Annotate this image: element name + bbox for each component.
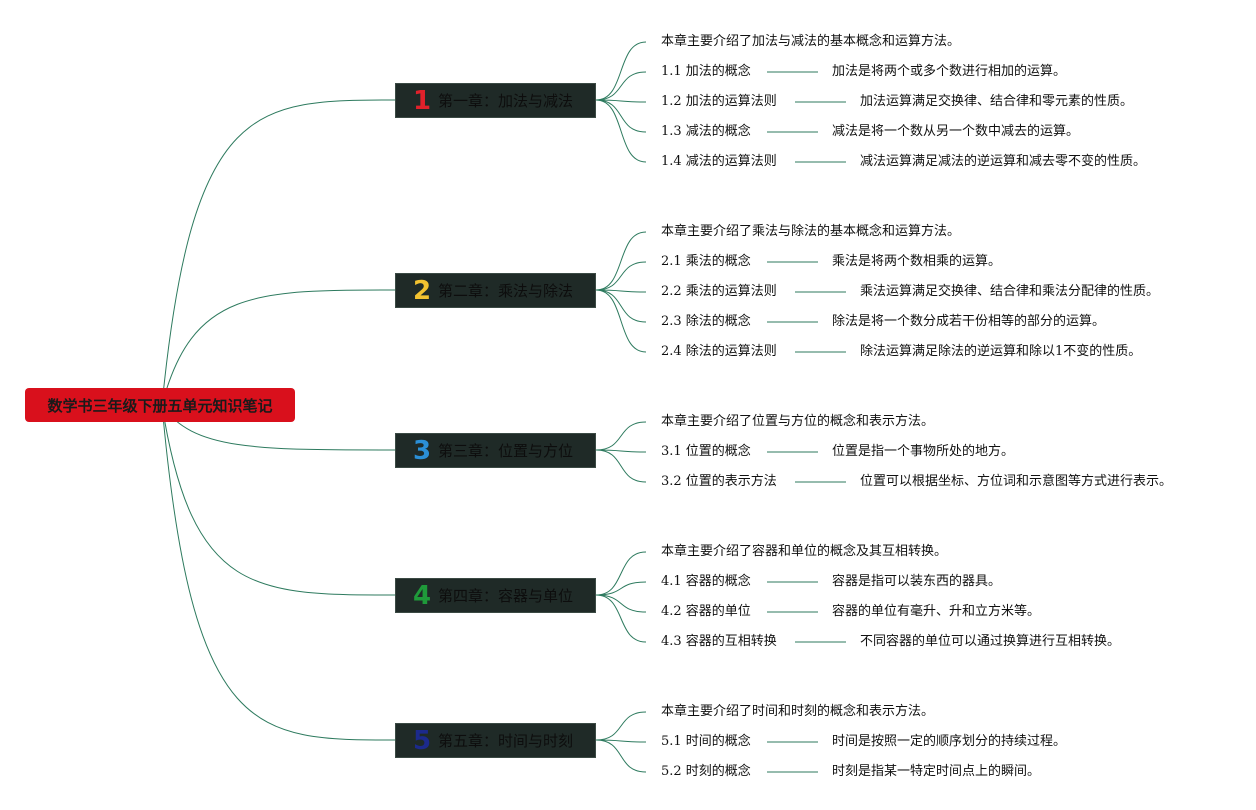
connector-chapter-2-leaf-2	[595, 289, 647, 293]
section-2-3-label[interactable]: 2.3 除法的概念	[661, 314, 751, 329]
section-1-2-label[interactable]: 1.2 加法的运算法则	[661, 94, 777, 109]
chapter-4-number-icon: 4	[412, 580, 432, 611]
chapter-4-title: 第四章：容器与单位	[438, 587, 574, 605]
chapter-2-summary[interactable]: 本章主要介绍了乘法与除法的基本概念和运算方法。	[661, 224, 961, 239]
chapter-2-number-icon: 2	[412, 275, 432, 306]
section-2-2-label[interactable]: 2.2 乘法的运算法则	[661, 284, 777, 299]
section-3-2-label[interactable]: 3.2 位置的表示方法	[661, 474, 777, 489]
connector-chapter-4-leaf-2	[595, 594, 647, 613]
chapter-5-summary[interactable]: 本章主要介绍了时间和时刻的概念和表示方法。	[661, 704, 935, 719]
connector-root-chapter-1	[161, 99, 396, 406]
section-1-4-detail[interactable]: 减法运算满足减法的逆运算和减去零不变的性质。	[860, 154, 1147, 169]
connector-chapter-2-leaf-3	[595, 289, 647, 323]
section-2-1-detail[interactable]: 乘法是将两个数相乘的运算。	[832, 254, 1002, 269]
chapter-1-number-icon: 1	[412, 85, 432, 116]
section-5-2-label[interactable]: 5.2 时刻的概念	[661, 764, 751, 779]
connector-chapter-3-leaf-0	[595, 421, 647, 451]
chapter-2-title: 第二章：乘法与除法	[438, 282, 574, 300]
section-4-3-label[interactable]: 4.3 容器的互相转换	[661, 634, 777, 649]
connector-chapter-2-leaf-0	[595, 231, 647, 291]
section-1-3-label[interactable]: 1.3 减法的概念	[661, 124, 751, 139]
chapter-5-number-icon: 5	[412, 725, 432, 756]
section-1-4-label[interactable]: 1.4 减法的运算法则	[661, 154, 777, 169]
connector-chapter-3-leaf-1	[595, 449, 647, 453]
section-4-3-detail[interactable]: 不同容器的单位可以通过换算进行互相转换。	[860, 634, 1121, 649]
connector-chapter-5-leaf-0	[595, 711, 647, 741]
section-4-1-detail[interactable]: 容器是指可以装东西的器具。	[832, 574, 1002, 589]
section-4-2-detail[interactable]: 容器的单位有毫升、升和立方米等。	[832, 604, 1041, 619]
connector-chapter-4-leaf-1	[595, 581, 647, 596]
chapter-1-node[interactable]: 1 第一章：加法与减法	[395, 83, 596, 118]
connector-chapter-2-leaf-4	[595, 289, 647, 353]
connector-chapter-1-leaf-3	[595, 99, 647, 133]
connector-chapter-2-leaf-1	[595, 261, 647, 291]
section-1-1-detail[interactable]: 加法是将两个或多个数进行相加的运算。	[832, 64, 1067, 79]
chapter-4-node[interactable]: 4 第四章：容器与单位	[395, 578, 596, 613]
section-3-1-label[interactable]: 3.1 位置的概念	[661, 444, 751, 459]
section-2-4-label[interactable]: 2.4 除法的运算法则	[661, 344, 777, 359]
connector-chapter-4-leaf-0	[595, 551, 647, 596]
connector-chapter-1-leaf-0	[595, 41, 647, 101]
chapter-5-title: 第五章：时间与时刻	[438, 732, 574, 750]
section-4-1-label[interactable]: 4.1 容器的概念	[661, 574, 751, 589]
chapter-3-title: 第三章：位置与方位	[438, 442, 574, 460]
connector-chapter-3-leaf-2	[595, 449, 647, 483]
section-1-3-detail[interactable]: 减法是将一个数从另一个数中减去的运算。	[832, 124, 1080, 139]
connector-chapter-5-leaf-2	[595, 739, 647, 773]
connector-chapter-1-leaf-2	[595, 99, 647, 103]
section-4-2-label[interactable]: 4.2 容器的单位	[661, 604, 751, 619]
chapter-2-node[interactable]: 2 第二章：乘法与除法	[395, 273, 596, 308]
root-topic-label: 数学书三年级下册五单元知识笔记	[47, 396, 273, 415]
chapter-1-title: 第一章：加法与减法	[438, 92, 574, 110]
section-5-2-detail[interactable]: 时刻是指某一特定时间点上的瞬间。	[832, 764, 1041, 779]
connector-chapter-1-leaf-1	[595, 71, 647, 101]
chapter-3-summary[interactable]: 本章主要介绍了位置与方位的概念和表示方法。	[661, 414, 935, 429]
chapter-1-summary[interactable]: 本章主要介绍了加法与减法的基本概念和运算方法。	[661, 34, 961, 49]
section-2-4-detail[interactable]: 除法运算满足除法的逆运算和除以1不变的性质。	[860, 344, 1142, 359]
section-3-1-detail[interactable]: 位置是指一个事物所处的地方。	[832, 444, 1015, 459]
section-5-1-detail[interactable]: 时间是按照一定的顺序划分的持续过程。	[832, 734, 1067, 749]
connector-root-chapter-5	[161, 404, 396, 741]
root-topic[interactable]: 数学书三年级下册五单元知识笔记	[25, 388, 295, 422]
section-1-1-label[interactable]: 1.1 加法的概念	[661, 64, 751, 79]
section-2-2-detail[interactable]: 乘法运算满足交换律、结合律和乘法分配律的性质。	[860, 284, 1160, 299]
chapter-5-node[interactable]: 5 第五章：时间与时刻	[395, 723, 596, 758]
connector-chapter-5-leaf-1	[595, 739, 647, 743]
section-3-2-detail[interactable]: 位置可以根据坐标、方位词和示意图等方式进行表示。	[860, 474, 1173, 489]
chapter-3-node[interactable]: 3 第三章：位置与方位	[395, 433, 596, 468]
section-2-1-label[interactable]: 2.1 乘法的概念	[661, 254, 751, 269]
connector-root-chapter-4	[161, 404, 396, 596]
section-1-2-detail[interactable]: 加法运算满足交换律、结合律和零元素的性质。	[860, 94, 1134, 109]
connector-chapter-1-leaf-4	[595, 99, 647, 163]
chapter-3-number-icon: 3	[412, 435, 432, 466]
section-2-3-detail[interactable]: 除法是将一个数分成若干份相等的部分的运算。	[832, 314, 1106, 329]
connector-chapter-4-leaf-3	[595, 594, 647, 643]
chapter-4-summary[interactable]: 本章主要介绍了容器和单位的概念及其互相转换。	[661, 544, 948, 559]
section-5-1-label[interactable]: 5.1 时间的概念	[661, 734, 751, 749]
